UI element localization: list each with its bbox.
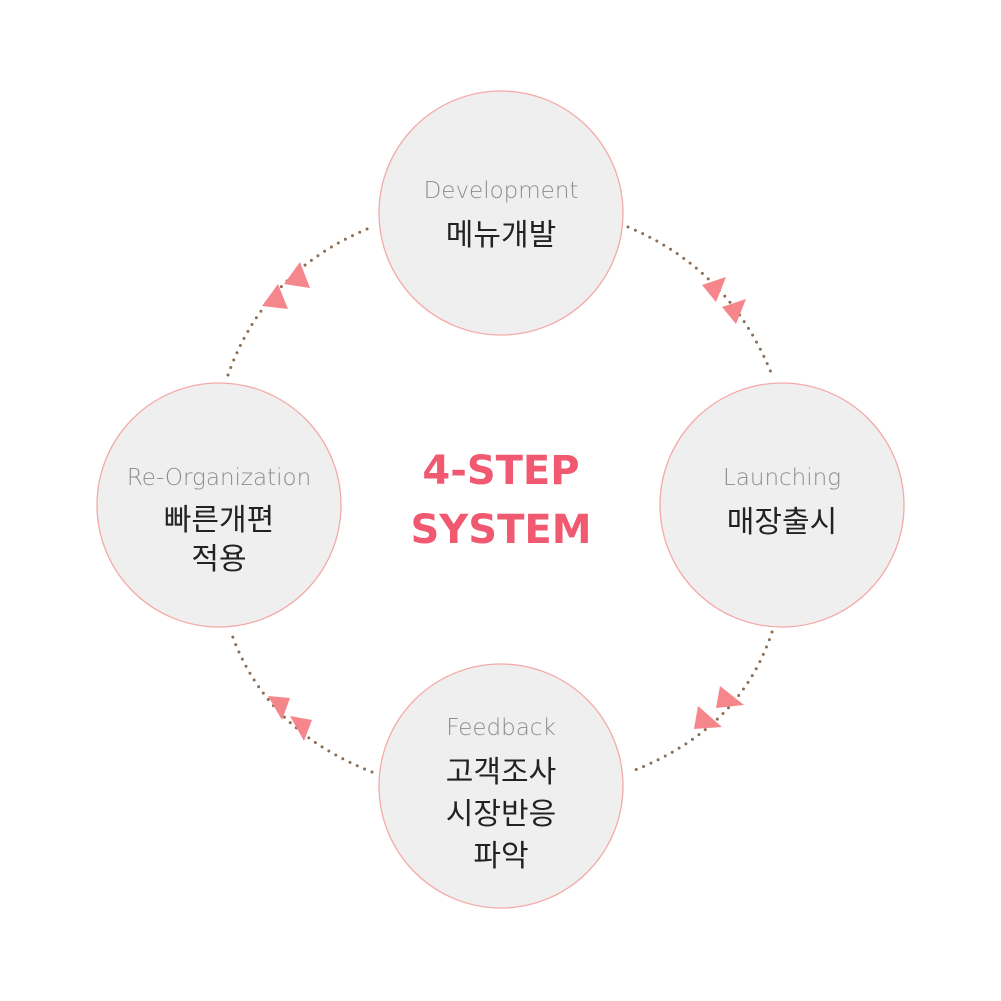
arrowhead-triangle (268, 696, 290, 720)
arrowhead-triangle (702, 277, 726, 302)
arrowhead-triangle (716, 686, 744, 708)
connector-launching-to-feedback (628, 630, 774, 774)
step-circle (96, 382, 342, 628)
connector-feedback-to-reorganization (229, 630, 374, 774)
step-feedback: Feedback 고객조사 시장반응 파악 (378, 663, 624, 909)
step-launching: Launching 매장출시 (659, 382, 905, 628)
step-korean-label: 고객조사 (446, 755, 556, 790)
step-korean-label: 적용 (191, 542, 246, 577)
arrow-development-to-launching (702, 277, 746, 324)
center-title: 4-STEP SYSTEM (411, 448, 592, 553)
step-korean-label: 빠른개편 (164, 503, 274, 538)
step-korean-label: 시장반응 (446, 797, 556, 832)
step-english-label: Development (424, 178, 579, 204)
step-english-label: Feedback (446, 715, 556, 741)
arrow-launching-to-feedback (694, 686, 744, 729)
step-circle (659, 382, 905, 628)
arrowhead-triangle (722, 299, 746, 324)
arrowhead-triangle (290, 716, 312, 741)
step-english-label: Re-Organization (127, 465, 311, 491)
step-korean-label: 파악 (473, 839, 528, 874)
connector-development-to-launching (626, 225, 774, 377)
center-title-line-2: SYSTEM (411, 507, 592, 553)
arrow-reorganization-to-development (262, 262, 310, 309)
step-circle (378, 90, 624, 336)
connector-reorganization-to-development (226, 225, 374, 377)
step-korean-label: 매장출시 (727, 505, 837, 540)
step-development: Development 메뉴개발 (378, 90, 624, 336)
arrowhead-triangle (262, 284, 288, 309)
arrowhead-triangle (694, 706, 722, 729)
step-korean-label: 메뉴개발 (446, 218, 556, 253)
arrowhead-triangle (284, 262, 310, 288)
center-title-line-1: 4-STEP (422, 448, 579, 494)
step-reorganization: Re-Organization 빠른개편 적용 (96, 382, 342, 628)
arrow-feedback-to-reorganization (268, 696, 312, 741)
step-circle (378, 663, 624, 909)
step-english-label: Launching (723, 465, 841, 491)
